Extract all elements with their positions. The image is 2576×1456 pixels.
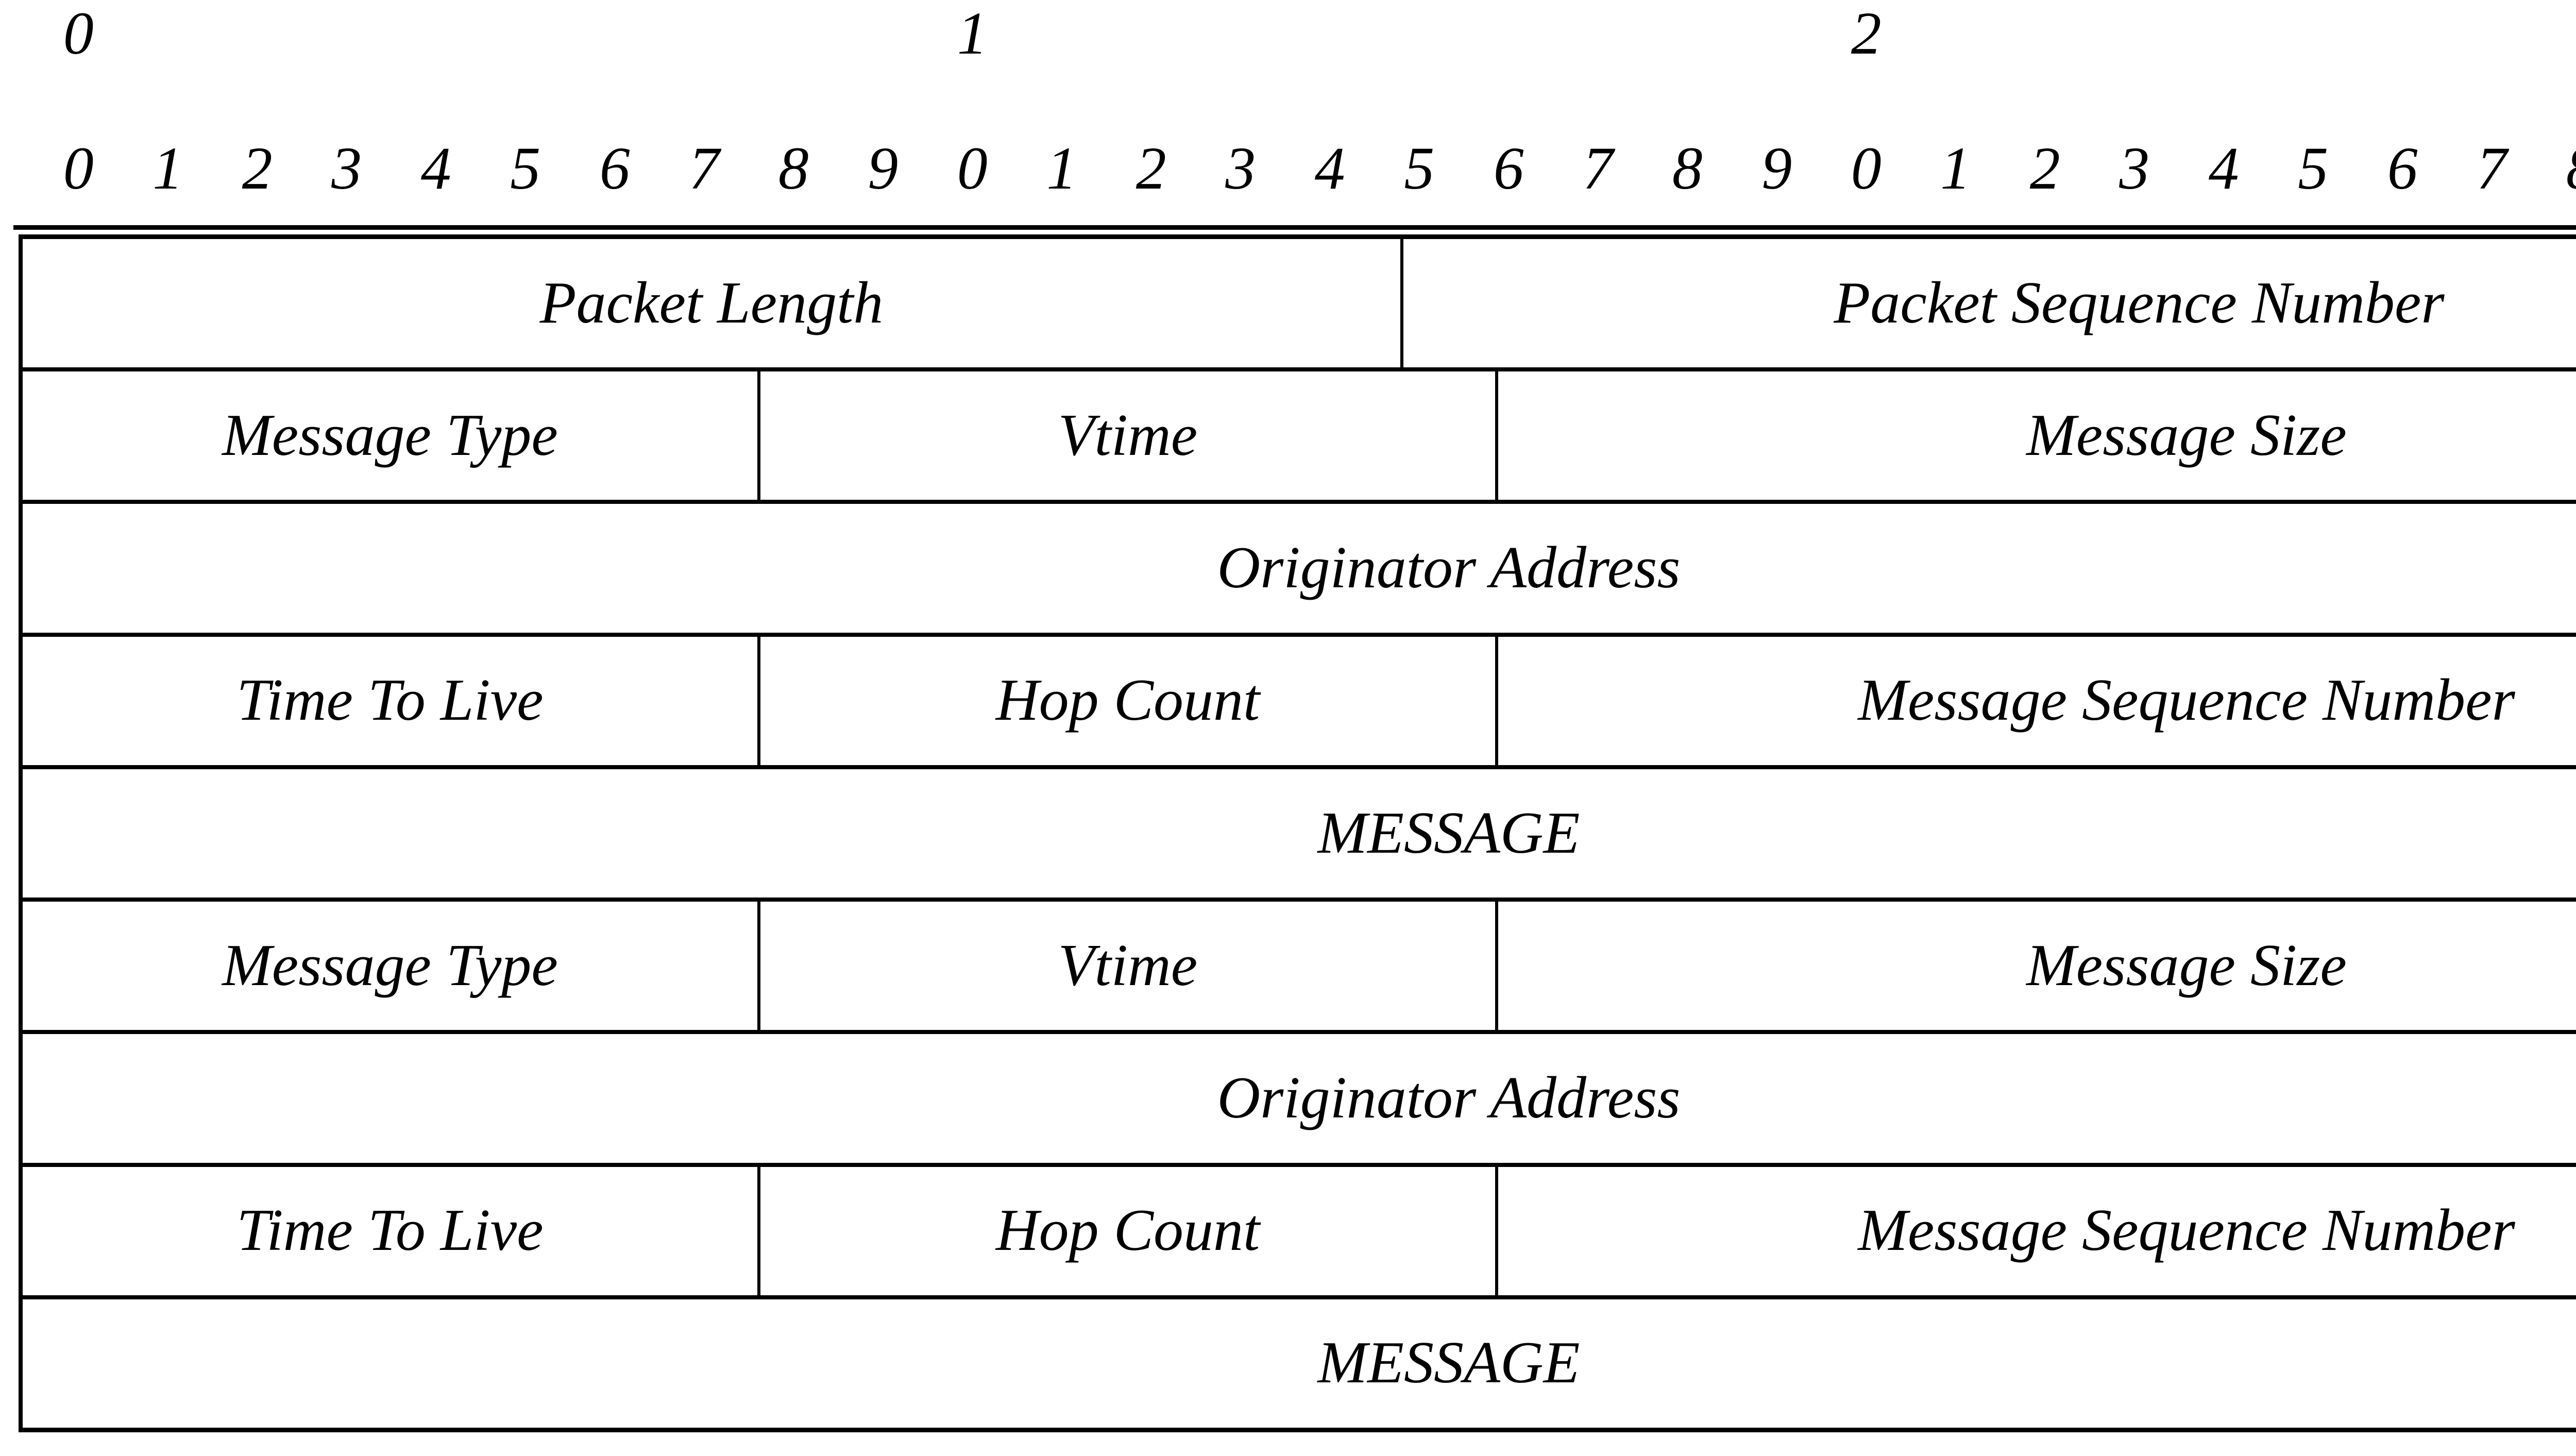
bit-ruler-tick-label: 5 xyxy=(510,134,541,202)
field-message-sequence-number: Message Sequence Number xyxy=(1858,1197,2515,1264)
field-time-to-live: Time To Live xyxy=(23,636,760,765)
bit-ruler-tick-label: 1 xyxy=(152,134,183,202)
bit-ruler-tick-label: 4 xyxy=(2208,134,2239,202)
bit-ruler-tick-label: 4 xyxy=(1314,134,1345,202)
bit-ruler-tick-label: 1 xyxy=(1940,134,1971,202)
field-packet-sequence-number: Packet Sequence Number xyxy=(1834,269,2445,336)
field-hop-count: Hop Count xyxy=(760,636,1498,765)
field-message-size: Message Size xyxy=(2026,402,2347,468)
byte-ruler-tick-label: 1 xyxy=(957,0,988,67)
bit-ruler-tick-label: 3 xyxy=(2119,134,2150,202)
originator-address-row-2: Originator Address xyxy=(23,1034,2576,1167)
bit-ruler-tick-label: 2 xyxy=(2029,134,2060,202)
field-message-sequence-number: Message Sequence Number xyxy=(1858,667,2515,734)
field-hop-count: Hop Count xyxy=(760,1166,1498,1295)
field-vtime: Vtime xyxy=(760,902,1498,1030)
message-body-row-2: MESSAGE xyxy=(23,1299,2576,1428)
originator-address-row-1: Originator Address xyxy=(23,504,2576,637)
field-originator-address: Originator Address xyxy=(1217,535,1681,601)
bit-ruler-tick-label: 4 xyxy=(420,134,451,202)
bit-ruler-tick-label: 7 xyxy=(1583,134,1614,202)
field-time-to-live: Time To Live xyxy=(23,1166,760,1295)
byte-ruler-tick-label: 0 xyxy=(63,0,94,67)
bit-ruler-tick-label: 5 xyxy=(1404,134,1435,202)
field-message: MESSAGE xyxy=(1317,1330,1580,1396)
bit-ruler-tick-label: 2 xyxy=(1136,134,1166,202)
field-message-size: Message Size xyxy=(2026,932,2347,998)
bit-ruler-tick-label: 6 xyxy=(2387,134,2418,202)
bit-ruler-tick-label: 6 xyxy=(599,134,630,202)
bit-ruler-tick-label: 0 xyxy=(957,134,988,202)
bit-ruler-tick-label: 8 xyxy=(778,134,809,202)
field-packet-length: Packet Length xyxy=(23,239,1403,368)
bit-ruler-tick-label: 1 xyxy=(1046,134,1077,202)
bit-ruler-tick-label: 8 xyxy=(1672,134,1703,202)
bit-ruler-tick-label: 6 xyxy=(1493,134,1524,202)
ruler-separator-rule xyxy=(13,225,2576,230)
field-vtime: Vtime xyxy=(760,371,1498,500)
bit-ruler-tick-label: 0 xyxy=(1851,134,1882,202)
bit-ruler-tick-label: 5 xyxy=(2298,134,2329,202)
field-message-type: Message Type xyxy=(23,902,760,1030)
field-message: MESSAGE xyxy=(1317,800,1580,866)
bit-ruler-tick-label: 8 xyxy=(2566,135,2576,202)
bit-ruler-tick-label: 7 xyxy=(2477,134,2507,202)
bit-ruler-tick-label: 9 xyxy=(1761,134,1792,202)
bit-ruler-tick-label: 3 xyxy=(331,134,362,202)
bit-ruler-tick-label: 7 xyxy=(689,134,720,202)
bit-ruler-tick-label: 2 xyxy=(242,134,273,202)
bit-ruler: 01234567890123456789012345678901 xyxy=(0,135,2576,202)
byte-ruler-tick-label: 2 xyxy=(1851,0,1882,67)
field-originator-address: Originator Address xyxy=(1217,1065,1681,1131)
field-message-type: Message Type xyxy=(23,371,760,500)
message-body-row-1: MESSAGE xyxy=(23,769,2576,902)
bit-ruler-tick-label: 9 xyxy=(868,134,899,202)
bit-ruler-tick-label: 0 xyxy=(63,134,94,202)
packet-header-row: Packet Length Packet Sequence Number xyxy=(23,239,2576,372)
bit-ruler-tick-label: 3 xyxy=(1225,134,1256,202)
